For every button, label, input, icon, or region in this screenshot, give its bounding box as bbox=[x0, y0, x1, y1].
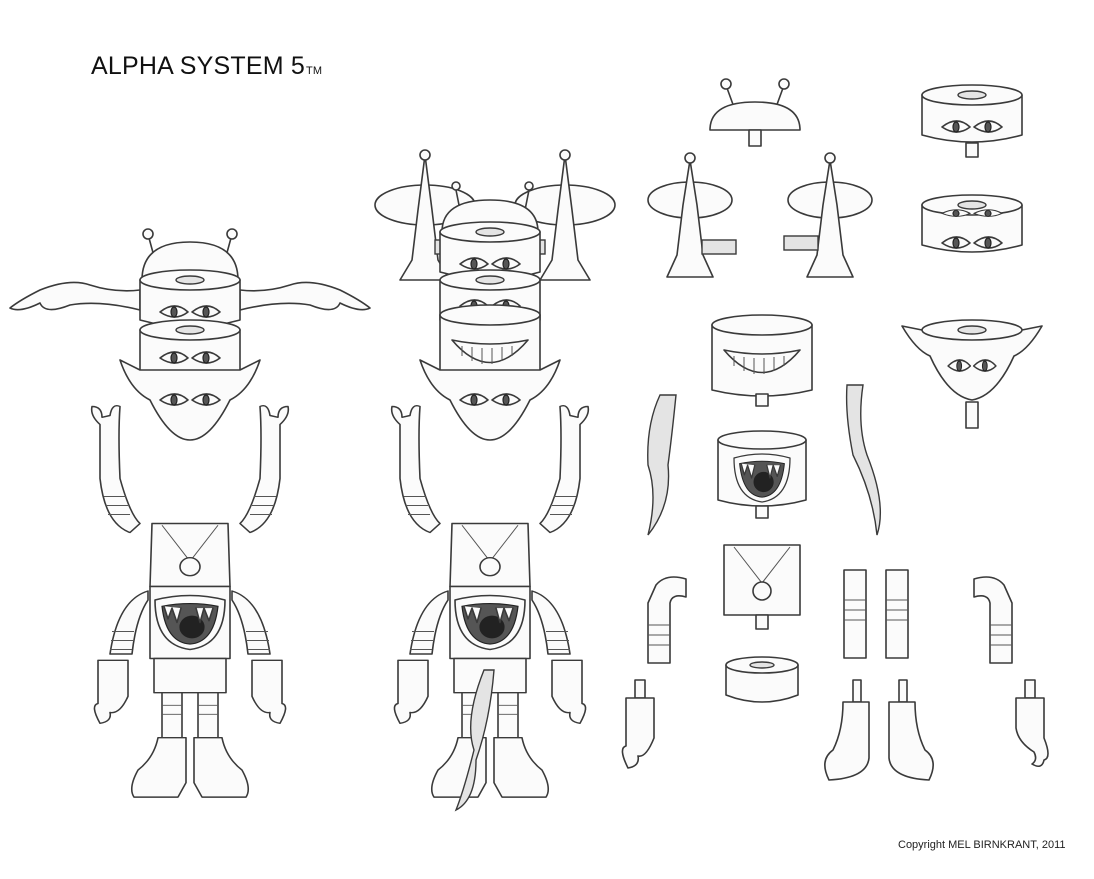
title-text: ALPHA SYSTEM 5 bbox=[91, 52, 305, 80]
part-arm-left bbox=[647, 576, 687, 664]
part-grin-cylinder bbox=[711, 314, 813, 407]
figure-assembled-propellers bbox=[374, 149, 616, 812]
part-propeller-right bbox=[783, 152, 873, 278]
part-boots bbox=[824, 679, 934, 781]
part-eye-cylinder-1 bbox=[921, 84, 1023, 158]
part-hip-ring bbox=[725, 656, 799, 703]
face-head bbox=[119, 359, 261, 441]
part-legs bbox=[843, 569, 909, 659]
horn-left bbox=[9, 281, 141, 311]
part-tentacle-right bbox=[845, 384, 881, 536]
part-hand-left bbox=[621, 679, 655, 769]
sheet-title: ALPHA SYSTEM 5TM bbox=[91, 52, 322, 81]
part-hand-right bbox=[1015, 679, 1049, 768]
part-eye-cylinder-2 bbox=[921, 194, 1023, 253]
horn-right bbox=[239, 281, 371, 311]
part-tentacle-left bbox=[647, 394, 677, 536]
trademark-mark: TM bbox=[306, 65, 323, 77]
part-arm-right bbox=[973, 576, 1013, 664]
part-eared-head bbox=[901, 319, 1043, 429]
parts-dome-antennae bbox=[709, 78, 801, 147]
figure-assembled-horns bbox=[9, 228, 371, 797]
part-fanged-mouth-cylinder bbox=[717, 430, 807, 519]
propeller-right bbox=[514, 149, 616, 281]
tongue-tentacle bbox=[454, 669, 495, 812]
part-propeller-left bbox=[647, 152, 737, 278]
part-torso bbox=[723, 544, 801, 630]
copyright-notice: Copyright MEL BIRNKRANT, 2011 bbox=[898, 839, 1066, 851]
